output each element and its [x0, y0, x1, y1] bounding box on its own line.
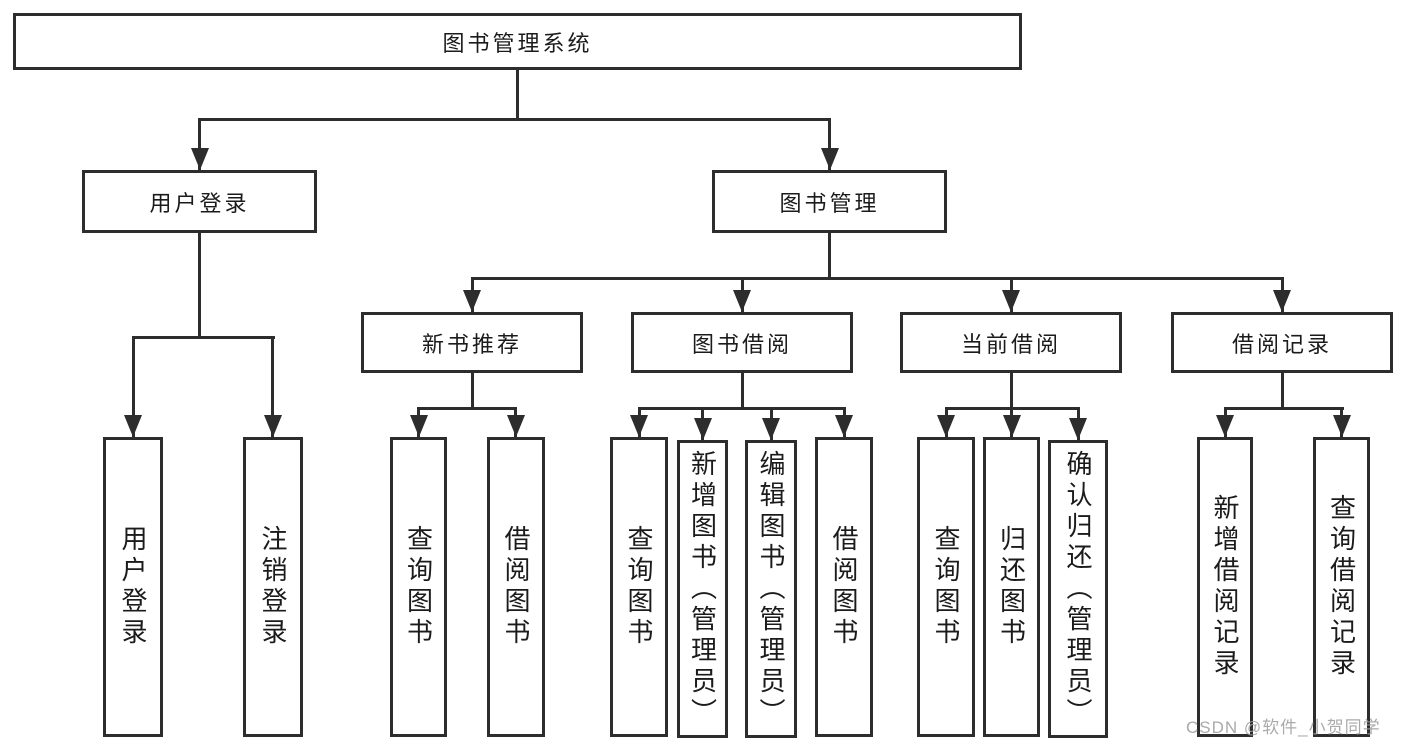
- arrowhead-current-borrow: [1002, 290, 1020, 312]
- connector-to-user-login: [198, 118, 201, 170]
- arrowhead-br-query: [1332, 415, 1351, 437]
- node-book-borrow-label: 图书借阅: [691, 331, 792, 357]
- node-new-book-rec: 新书推荐: [361, 312, 583, 373]
- arrowhead-user-login: [190, 148, 209, 170]
- arrowhead-book-mgmt: [820, 148, 839, 170]
- node-cb-query-books-label: 查询图书: [931, 525, 961, 649]
- node-bb-edit-books-admin-label: 编辑图书（管理员）: [756, 449, 786, 729]
- node-cb-return-books: 归还图书: [983, 437, 1040, 737]
- arrowhead-cb-confirm: [1069, 418, 1087, 440]
- node-current-borrow-label: 当前借阅: [960, 331, 1061, 357]
- node-current-borrow: 当前借阅: [900, 312, 1122, 373]
- arrowhead-book-borrow: [733, 290, 751, 312]
- node-bb-edit-books-admin: 编辑图书（管理员）: [745, 440, 797, 738]
- node-br-add-record-label: 新增借阅记录: [1210, 494, 1240, 680]
- arrowhead-user-login-leaf: [124, 415, 142, 437]
- connector-to-book-mgmt: [828, 118, 831, 170]
- node-logout-leaf: 注销登录: [243, 437, 303, 737]
- node-user-login-label: 用户登录: [149, 190, 250, 216]
- node-nbr-query-books-label: 查询图书: [403, 525, 434, 649]
- node-user-login-leaf: 用户登录: [103, 437, 163, 737]
- node-cb-confirm-return-admin-label: 确认归还（管理员）: [1063, 449, 1093, 729]
- node-bb-borrow-books-label: 借阅图书: [829, 525, 859, 649]
- node-new-book-rec-label: 新书推荐: [421, 331, 522, 357]
- node-bb-query-books-label: 查询图书: [624, 525, 654, 649]
- node-root-label: 图书管理系统: [442, 30, 593, 56]
- connector-to-logout-leaf: [271, 336, 274, 437]
- connector-bb-drop: [740, 372, 744, 407]
- node-cb-query-books: 查询图书: [917, 437, 975, 737]
- node-bb-add-books-admin: 新增图书（管理员）: [677, 440, 728, 738]
- node-cb-confirm-return-admin: 确认归还（管理员）: [1048, 440, 1108, 738]
- connector-root-drop: [516, 69, 519, 118]
- arrowhead-bb-borrow: [835, 415, 853, 437]
- connector-nbr-drop: [470, 372, 474, 407]
- node-nbr-borrow-books-label: 借阅图书: [501, 525, 531, 649]
- node-root: 图书管理系统: [13, 13, 1022, 70]
- node-br-query-record: 查询借阅记录: [1313, 437, 1370, 737]
- node-br-query-record-label: 查询借阅记录: [1326, 494, 1357, 680]
- arrowhead-borrow-records: [1273, 290, 1291, 312]
- connector-cb-drop: [1009, 372, 1013, 407]
- node-br-add-record: 新增借阅记录: [1197, 437, 1253, 737]
- node-bb-borrow-books: 借阅图书: [815, 437, 873, 737]
- node-borrow-records-label: 借阅记录: [1231, 331, 1332, 357]
- connector-bb-branch: [637, 407, 846, 410]
- node-book-mgmt-label: 图书管理: [779, 190, 880, 216]
- node-user-login: 用户登录: [82, 170, 317, 233]
- node-borrow-records: 借阅记录: [1171, 312, 1393, 373]
- node-book-mgmt: 图书管理: [712, 170, 947, 233]
- node-nbr-borrow-books: 借阅图书: [487, 437, 545, 737]
- arrowhead-cb-return: [1002, 415, 1021, 437]
- connector-br-branch: [1223, 407, 1344, 410]
- connector-to-user-login-leaf: [131, 336, 135, 437]
- arrowhead-bb-query: [630, 415, 648, 437]
- arrowhead-new-book-rec: [463, 290, 481, 312]
- connector-user-login-drop: [198, 232, 201, 336]
- arrowhead-br-add: [1216, 415, 1234, 437]
- arrowhead-cb-query: [937, 415, 955, 437]
- connector-book-mgmt-drop: [828, 232, 831, 277]
- node-user-login-leaf-label: 用户登录: [118, 525, 148, 649]
- node-book-borrow: 图书借阅: [631, 312, 853, 373]
- node-nbr-query-books: 查询图书: [390, 437, 447, 737]
- connector-user-login-branch: [131, 336, 275, 339]
- node-logout-leaf-label: 注销登录: [258, 525, 288, 649]
- arrowhead-bb-edit: [762, 418, 780, 440]
- arrowhead-bb-add: [693, 418, 712, 440]
- connector-book-mgmt-branch: [470, 277, 1284, 280]
- arrowhead-logout-leaf: [263, 415, 282, 437]
- node-cb-return-books-label: 归还图书: [996, 525, 1027, 649]
- arrowhead-nbr-borrow: [506, 415, 525, 437]
- csdn-watermark: CSDN @软件_小贺同学: [1186, 718, 1381, 737]
- connector-root-branch: [198, 118, 831, 121]
- node-bb-query-books: 查询图书: [610, 437, 668, 737]
- connector-br-drop: [1280, 372, 1284, 407]
- connector-nbr-branch: [417, 407, 517, 410]
- node-bb-add-books-admin-label: 新增图书（管理员）: [687, 449, 718, 729]
- arrowhead-nbr-query: [409, 415, 428, 437]
